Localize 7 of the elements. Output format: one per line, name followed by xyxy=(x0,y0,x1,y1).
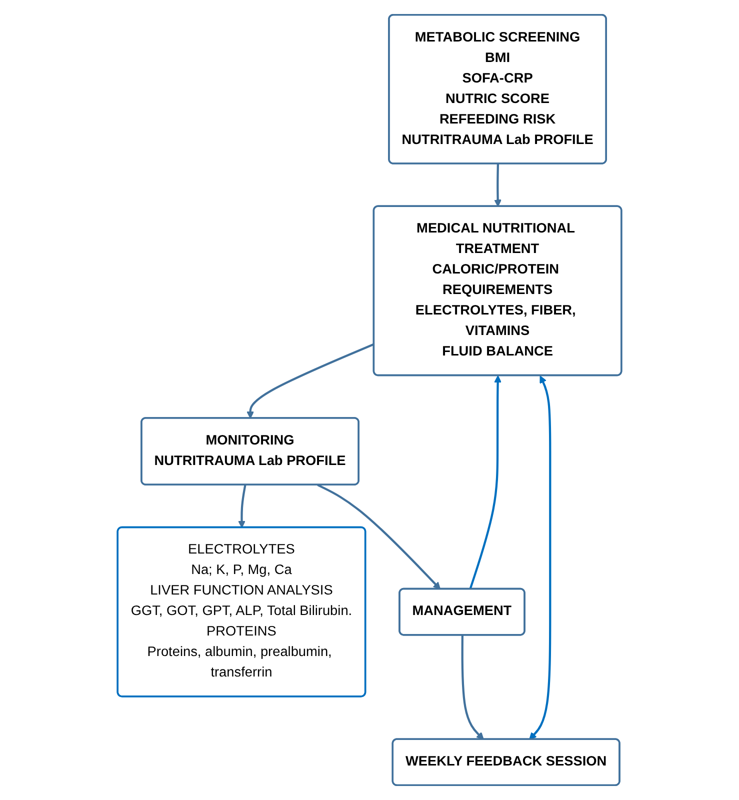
arrow xyxy=(529,376,552,740)
arrow xyxy=(494,164,502,207)
arrow xyxy=(461,635,484,740)
arrow xyxy=(317,484,441,590)
arrow xyxy=(469,375,502,590)
arrow xyxy=(246,343,375,419)
arrow xyxy=(238,484,246,528)
